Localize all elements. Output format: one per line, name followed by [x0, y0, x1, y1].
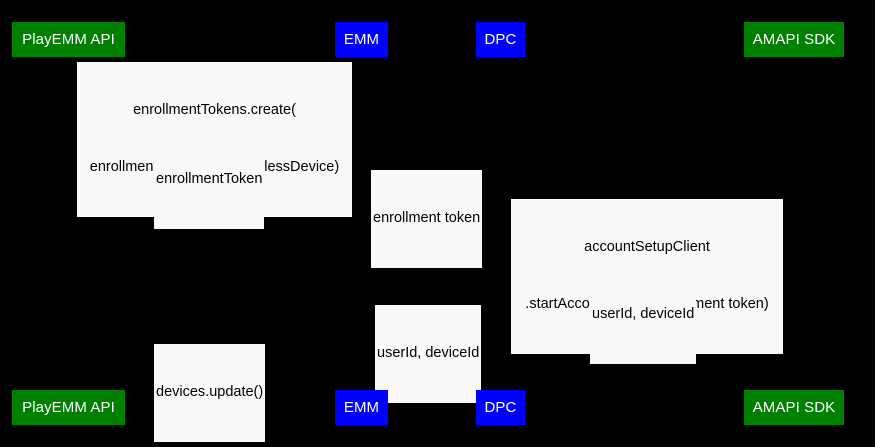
participant-box-dpc-top[interactable]: DPC [476, 22, 525, 57]
lifeline-dpc [500, 57, 501, 390]
lifeline-playemm-api [68, 57, 69, 390]
message-label-devices-update: devices.update() [154, 344, 266, 442]
participant-box-emm-bottom[interactable]: EMM [335, 390, 388, 425]
participant-box-emm-top[interactable]: EMM [335, 22, 388, 57]
participant-box-amapi-sdk-bottom[interactable]: AMAPI SDK [744, 390, 844, 425]
participant-box-playemm-api-top[interactable]: PlayEMM API [12, 22, 125, 57]
participant-label-emm-bottom: EMM [343, 399, 380, 416]
arrow-head-msg-3 [492, 192, 500, 200]
message-line-1: userId, deviceId [592, 306, 695, 322]
arrow-head-msg-2 [353, 158, 361, 166]
participant-label-dpc-top: DPC [484, 31, 517, 48]
message-label-enrollment-token: enrollment token [371, 170, 483, 268]
participant-label-amapi-sdk-top: AMAPI SDK [752, 31, 836, 48]
participant-label-playemm-api-top: PlayEMM API [22, 31, 115, 48]
message-line-1: enrollmentToken [156, 171, 263, 187]
participant-box-playemm-api-bottom[interactable]: PlayEMM API [12, 390, 125, 425]
message-line-1: enrollmentTokens.create( [133, 102, 296, 118]
participant-box-amapi-sdk-top[interactable]: AMAPI SDK [744, 22, 844, 57]
arrow-head-msg-4 [786, 243, 794, 251]
participant-label-playemm-api-bottom: PlayEMM API [22, 399, 115, 416]
participant-label-emm-top: EMM [343, 31, 380, 48]
message-line-1: userId, deviceId [377, 345, 480, 361]
arrow-head-msg-5 [500, 293, 508, 301]
message-line-1: devices.update() [156, 384, 264, 400]
message-label-userid-deviceid-sdk: userId, deviceId [590, 266, 697, 364]
participant-box-dpc-bottom[interactable]: DPC [476, 390, 525, 425]
participant-label-amapi-sdk-bottom: AMAPI SDK [752, 399, 836, 416]
message-line-1: accountSetupClient [584, 239, 710, 255]
participant-label-dpc-bottom: DPC [484, 399, 517, 416]
arrow-head-msg-7 [68, 366, 76, 374]
message-label-enrollment-token-response: enrollmentToken [154, 131, 265, 229]
arrow-head-msg-1 [68, 106, 76, 114]
message-line-1: enrollment token [373, 210, 481, 226]
message-label-userid-deviceid-dpc: userId, deviceId [375, 305, 482, 403]
arrow-head-msg-6 [361, 327, 369, 335]
lifeline-emm [361, 57, 362, 390]
lifeline-amapi-sdk [794, 57, 795, 390]
